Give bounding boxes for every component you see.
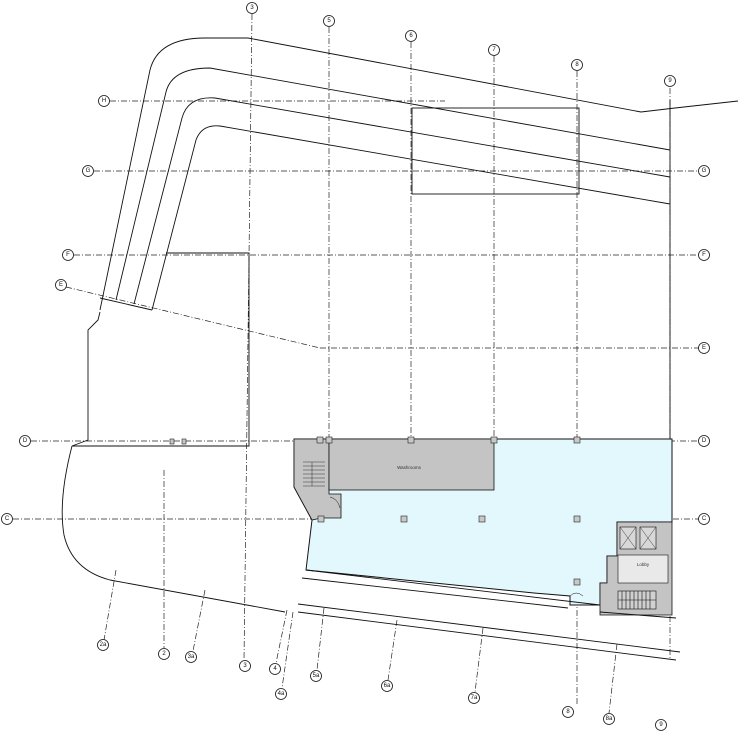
svg-text:E: E [59, 282, 63, 288]
svg-text:3: 3 [250, 5, 254, 11]
building-outline [61, 37, 739, 613]
grid-bubble-5-top: 5 [323, 15, 335, 27]
east-stair [617, 590, 657, 610]
svg-text:D: D [23, 438, 28, 444]
svg-text:5: 5 [327, 18, 331, 24]
svg-text:H: H [102, 98, 106, 104]
grid-bubble-2a: 2a [97, 639, 109, 651]
grid-bubble-F-right: F [698, 249, 710, 261]
grid-bubble-9-bottom: 9 [655, 719, 667, 731]
grid-bubble-C-left: C [1, 513, 13, 525]
svg-text:F: F [66, 252, 70, 258]
grid-bubble-8a: 8a [603, 713, 615, 725]
left-grid-bubbles: H G F E D C [1, 95, 110, 525]
svg-text:9: 9 [659, 722, 663, 728]
svg-text:7: 7 [492, 47, 496, 53]
right-grid-bubbles: G F E D C [698, 165, 710, 525]
svg-text:8: 8 [575, 62, 579, 68]
grid-bubble-D-right: D [698, 435, 710, 447]
svg-text:F: F [702, 252, 706, 258]
svg-text:4a: 4a [278, 691, 285, 697]
grid-bubble-G-left: G [82, 165, 94, 177]
grid-bubble-C-right: C [698, 513, 710, 525]
grid-bubble-3-bottom: 3 [239, 660, 251, 672]
grid-bubble-8-bottom: 8 [562, 706, 574, 718]
svg-text:6a: 6a [384, 683, 391, 689]
svg-text:8: 8 [566, 709, 570, 715]
svg-text:9: 9 [668, 78, 672, 84]
grid-bubble-4a: 4a [275, 688, 287, 700]
grid-bubble-6-top: 6 [405, 30, 417, 42]
grid-bubble-6a: 6a [381, 680, 393, 692]
svg-text:2: 2 [162, 651, 166, 657]
grid-bubble-2: 2 [158, 648, 170, 660]
grid-bubble-7a: 7a [468, 692, 480, 704]
svg-text:D: D [702, 438, 707, 444]
svg-text:5a: 5a [313, 673, 320, 679]
grid-bubble-5a: 5a [310, 670, 322, 682]
washrooms-label: Washrooms [397, 465, 422, 470]
grid-bubble-G-right: G [698, 165, 710, 177]
svg-text:E: E [702, 345, 706, 351]
svg-text:7a: 7a [471, 695, 478, 701]
svg-text:C: C [702, 516, 707, 522]
svg-text:2a: 2a [100, 642, 107, 648]
grid-bubble-E-right: E [698, 342, 710, 354]
grid-bubble-8-top: 8 [571, 59, 583, 71]
svg-text:C: C [5, 516, 10, 522]
svg-text:G: G [702, 168, 707, 174]
svg-text:3a: 3a [188, 654, 195, 660]
svg-text:3: 3 [243, 663, 247, 669]
tenant-space: Washrooms Lobby [293, 438, 673, 616]
grid-bubble-9-top: 9 [664, 75, 676, 87]
south-facade [297, 569, 681, 661]
lobby-room [617, 554, 669, 584]
svg-text:G: G [86, 168, 91, 174]
top-grid-bubbles: 3 5 6 7 8 9 [246, 2, 676, 87]
svg-text:8a: 8a [606, 716, 613, 722]
grid-bubble-D-left: D [19, 435, 31, 447]
grid-lines [13, 13, 699, 714]
svg-text:4: 4 [273, 666, 277, 672]
grid-bubble-E-left: E [55, 279, 67, 291]
grid-bubble-3-top: 3 [246, 2, 258, 14]
grid-bubble-7-top: 7 [488, 44, 500, 56]
grid-bubble-H-left: H [98, 95, 110, 107]
grid-bubble-3a: 3a [185, 651, 197, 663]
svg-text:6: 6 [409, 33, 413, 39]
columns [169, 436, 581, 586]
west-stair [303, 461, 325, 487]
bottom-grid-bubbles: 2a 2 3a 3 4 4a 5a 6a 7a 8 8a 9 [97, 639, 667, 731]
grid-bubble-F-left: F [62, 249, 74, 261]
grid-bubble-4: 4 [269, 663, 281, 675]
lobby-label: Lobby [637, 562, 650, 567]
